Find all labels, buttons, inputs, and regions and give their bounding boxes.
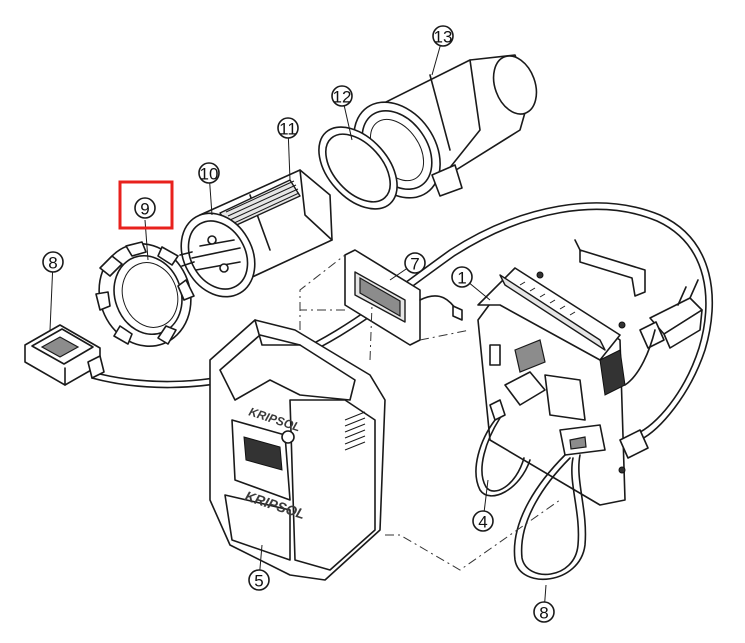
electrode-cap [179,212,256,298]
callout-5: 5 [248,569,270,591]
cable-plug-right [639,279,703,349]
svg-text:12: 12 [333,88,352,107]
callout-8-bottom: 8 [533,601,555,623]
assembly-guide-lines [299,254,561,571]
callout-13: 13 [432,25,454,47]
callout-10: 10 [198,162,220,184]
svg-text:9: 9 [140,200,149,219]
callout-9: 9 [118,180,174,230]
svg-text:5: 5 [254,572,263,591]
svg-text:7: 7 [410,255,419,274]
cable-loop [513,454,587,581]
locking-ring-nut [95,241,195,348]
callout-4: 4 [472,510,494,532]
svg-text:13: 13 [434,28,453,47]
svg-text:8: 8 [539,604,548,623]
front-cover: KRIPSOL KRIPSOL [209,319,386,581]
svg-text:11: 11 [279,120,297,139]
display-board [344,249,463,346]
svg-text:1: 1 [457,269,466,288]
callout-1: 1 [451,266,473,288]
callout-7: 7 [404,252,426,274]
svg-text:4: 4 [478,513,487,532]
svg-text:8: 8 [48,254,57,273]
wire-harness [475,417,531,497]
o-ring [318,126,398,210]
callout-11: 11 [277,117,299,139]
power-board [477,239,656,506]
svg-text:10: 10 [200,165,219,184]
callout-8-left: 8 [42,251,64,273]
cable-plug-left [24,324,105,386]
highlight-box [118,180,174,230]
callout-12: 12 [331,85,353,107]
